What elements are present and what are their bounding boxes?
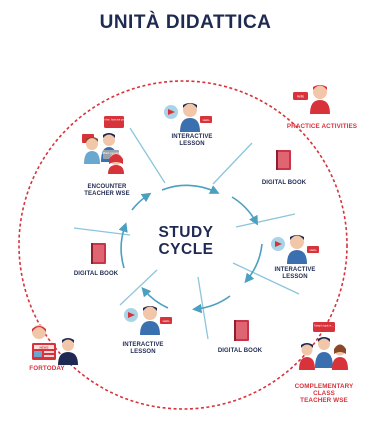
interactive-lesson-top-label: INTERACTIVE LESSON [162, 134, 222, 148]
book-icon [234, 320, 249, 341]
label-line: DIGITAL BOOK [217, 348, 263, 354]
cycle-arrow [118, 222, 128, 269]
cycle-arrow [231, 196, 258, 226]
spoke [73, 227, 131, 236]
speech-bubble-text: I'm fine, how are you? [101, 118, 127, 122]
label-line: LESSON [130, 349, 156, 355]
news-label: NEWS [40, 345, 49, 349]
outer-dashed-ring [18, 80, 348, 410]
label-line: TEACHER WSE [300, 397, 348, 404]
cycle-arrow [192, 295, 231, 314]
cycle-arrow [131, 192, 152, 211]
spoke [232, 262, 300, 295]
speech-bubble-text: Hello [310, 248, 317, 252]
label-line: DIGITAL BOOK [73, 271, 119, 277]
cycle-spokes [73, 127, 300, 340]
cycle-arrows [118, 184, 263, 314]
practice-activities-icon: Hello [293, 85, 330, 114]
cycle-arrow [141, 286, 169, 309]
label-line: FORTODAY [29, 365, 65, 372]
cycle-arrow [161, 184, 220, 194]
label-line: PRACTICE ACTIVITIES [286, 123, 358, 130]
study-cycle-line2: CYCLE [158, 241, 214, 258]
label-line: INTERACTIVE [171, 134, 213, 140]
digital-book-top-right-label: DIGITAL BOOK [254, 180, 314, 187]
speech-bubble-text: Today's topic is ... [314, 324, 335, 328]
book-icon [91, 243, 106, 264]
teacher-video-icon: Hello [124, 306, 172, 335]
teacher-video-icon: Hello [164, 103, 212, 132]
speech-bubble-text: What's your job? [102, 152, 120, 155]
practice-activities-label: PRACTICE ACTIVITIES [282, 123, 362, 130]
spoke [212, 142, 253, 185]
label-line: LESSON [179, 141, 205, 147]
label-line: COMPLEMENTARY [294, 383, 354, 390]
label-line: LESSON [282, 274, 308, 280]
speech-bubble-text: Hello [297, 95, 304, 99]
fortoday-label: FORTODAY [22, 365, 72, 372]
book-icon [276, 150, 291, 170]
study-cycle-label: STUDY CYCLE [135, 224, 237, 258]
speech-bubble-text: Hello [163, 319, 170, 323]
label-line: TEACHER WSE [84, 191, 130, 197]
label-line: INTERACTIVE [122, 342, 164, 348]
interactive-lesson-bottom-left-label: INTERACTIVE LESSON [113, 342, 173, 356]
label-line: INTERACTIVE [274, 267, 316, 273]
cycle-arrow [244, 243, 263, 284]
label-line: ENCOUNTER [87, 184, 127, 190]
spoke [235, 213, 296, 228]
encounter-teacher-label: ENCOUNTER TEACHER WSE [76, 184, 138, 198]
complementary-class-label: COMPLEMENTARY CLASS TEACHER WSE [286, 383, 362, 404]
diagram-title: UNITÀ DIDATTICA [99, 12, 272, 33]
digital-book-left-label: DIGITAL BOOK [66, 271, 126, 278]
interactive-lesson-right-label: INTERACTIVE LESSON [265, 267, 325, 281]
study-cycle-line1: STUDY [158, 224, 214, 241]
spoke [119, 269, 158, 306]
spoke [129, 127, 166, 184]
digital-book-bottom-label: DIGITAL BOOK [210, 348, 270, 355]
encounter-group-icon: I'm fine, how are you? What's your job? [82, 116, 127, 174]
label-line: DIGITAL BOOK [261, 180, 307, 186]
complementary-class-icon: Today's topic is ... [299, 322, 348, 370]
label-line: CLASS [313, 390, 335, 397]
speech-bubble-text: Hello [203, 118, 210, 122]
fortoday-icon: NEWS [32, 325, 78, 365]
teacher-video-icon: Hello [271, 235, 319, 264]
